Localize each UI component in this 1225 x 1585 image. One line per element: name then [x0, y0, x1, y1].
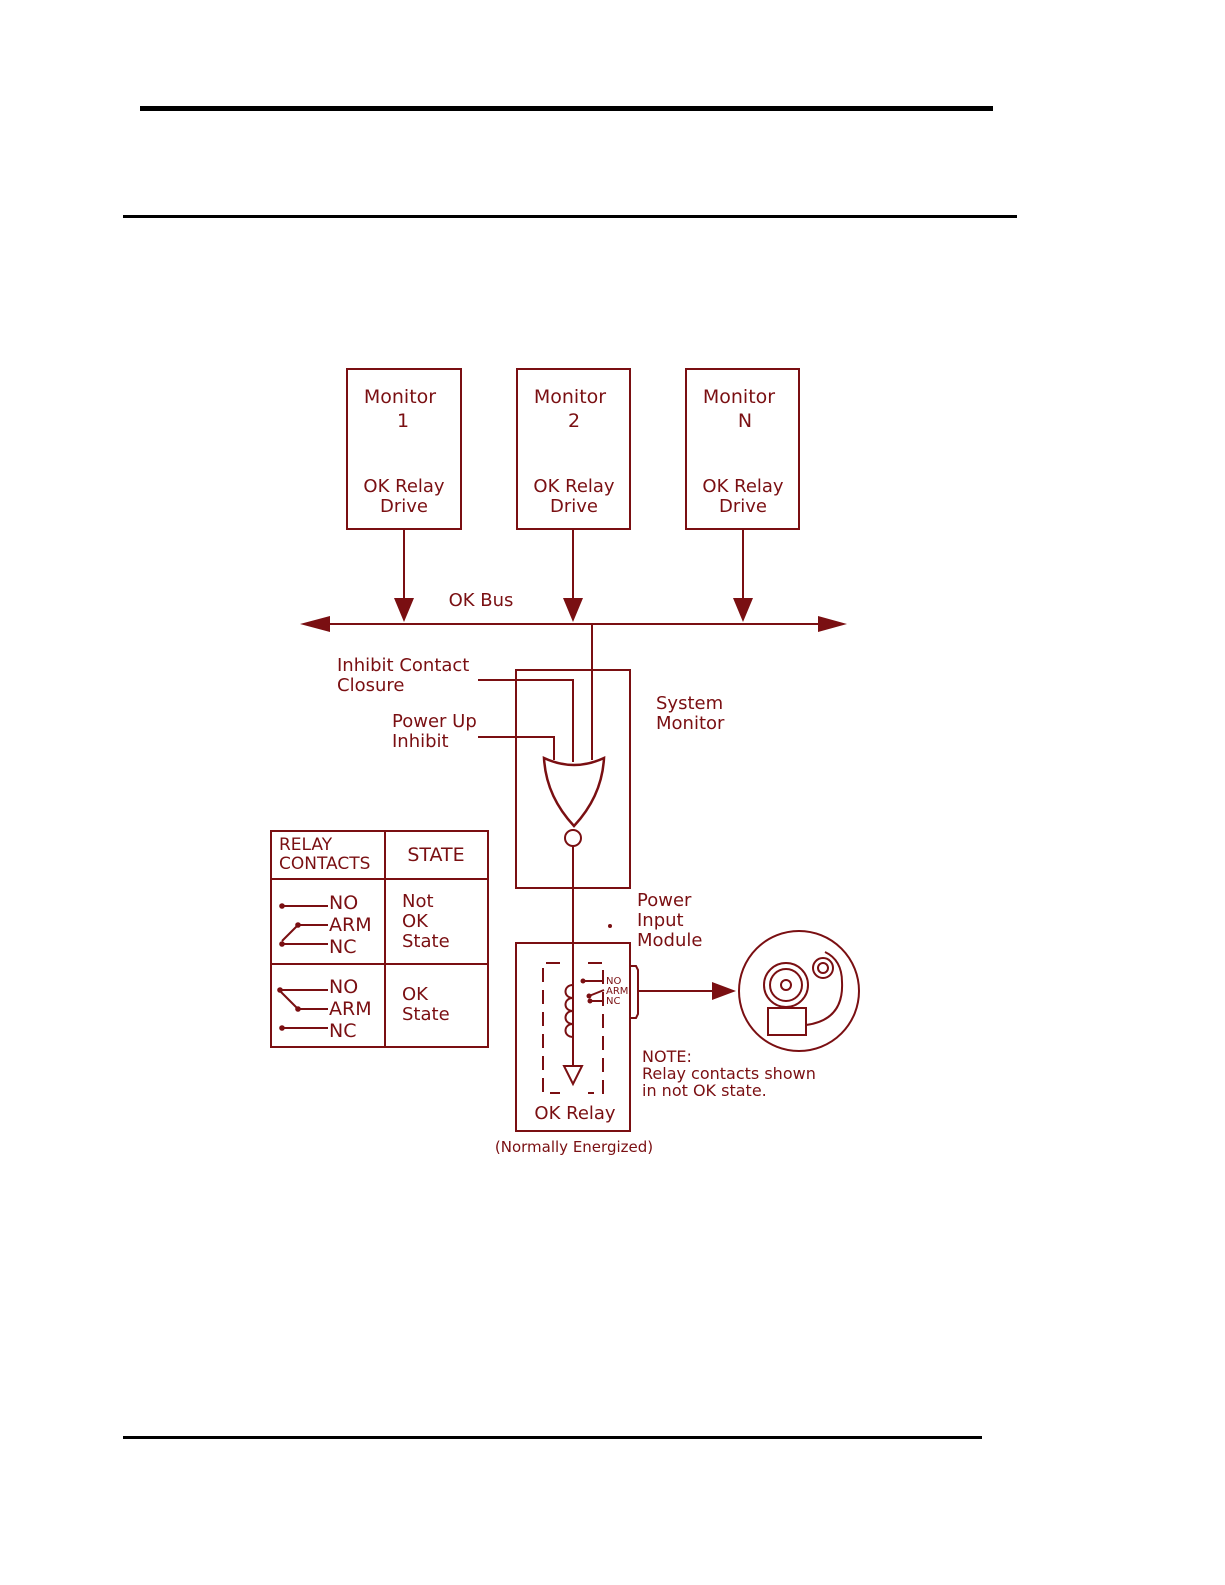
table-header-left-1: RELAY [279, 835, 333, 855]
inhibit-contact-line1: Inhibit Contact [337, 655, 469, 676]
ok-bus-label: OK Bus [449, 590, 514, 611]
power-input-line2: Input [637, 910, 684, 931]
monitor-1-id: 1 [397, 410, 409, 432]
relay-contact-no: NO [606, 976, 621, 987]
power-input-line1: Power [637, 890, 692, 911]
monitor-1-title: Monitor [364, 386, 436, 408]
note-line1: NOTE: [642, 1047, 692, 1066]
monitor-2-box: Monitor 2 OK Relay Drive [516, 368, 631, 530]
system-monitor-line2: Monitor [656, 713, 725, 734]
ok-relay-caption: (Normally Energized) [495, 1138, 653, 1156]
relay-contact-arm: ARM [606, 986, 628, 997]
row2-contact-arm: ARM [329, 998, 372, 1020]
note-line2: Relay contacts shown [642, 1064, 816, 1083]
table-row: NO ARM NC Not OK State [279, 891, 450, 958]
relay-coil-icon [564, 984, 574, 1038]
relay-contacts-table: RELAY CONTACTS STATE NO ARM NC Not OK St… [270, 830, 489, 1048]
relay-note: NOTE: Relay contacts shown in not OK sta… [642, 1047, 816, 1100]
relay-to-alarm-arrow [639, 982, 736, 1000]
ok-relay-box: NO ARM NC OK Relay (Normally Energized) [495, 924, 653, 1156]
ground-icon [562, 1065, 584, 1087]
row2-contact-nc: NC [329, 1020, 356, 1042]
row2-state-1: OK [402, 984, 429, 1005]
relay-contact-nc: NC [606, 996, 620, 1007]
monitor-1-box: Monitor 1 OK Relay Drive [346, 368, 462, 530]
alarm-bell-icon [738, 930, 860, 1052]
table-header-right: STATE [407, 844, 464, 866]
inhibit-contact-input: Inhibit Contact Closure [337, 655, 574, 762]
header-rule-bottom [123, 215, 1017, 218]
row1-contact-no: NO [329, 892, 358, 914]
nor-gate-icon [542, 755, 606, 1065]
inhibit-contact-line2: Closure [337, 675, 404, 696]
drive-arrows [394, 529, 753, 622]
monitor-n-title: Monitor [703, 386, 775, 408]
row1-contact-nc: NC [329, 936, 356, 958]
footer-rule [123, 1436, 982, 1439]
monitor-2-line1: OK Relay [533, 476, 614, 497]
row1-state-3: State [402, 931, 450, 952]
monitor-2-id: 2 [568, 410, 580, 432]
row2-state-2: State [402, 1004, 450, 1025]
power-input-module-label: Power Input Module [637, 890, 702, 951]
monitor-1-line2: Drive [380, 496, 428, 517]
monitor-n-line2: Drive [719, 496, 767, 517]
row2-contact-no: NO [329, 976, 358, 998]
table-header-left-2: CONTACTS [279, 854, 370, 874]
row1-state-2: OK [402, 911, 429, 932]
header-rule-top [140, 106, 993, 111]
row1-state-1: Not [402, 891, 434, 912]
monitor-n-line1: OK Relay [702, 476, 783, 497]
power-input-line3: Module [637, 930, 702, 951]
monitor-1-line1: OK Relay [363, 476, 444, 497]
monitor-2-title: Monitor [534, 386, 606, 408]
ok-bus: OK Bus [300, 590, 847, 632]
row1-contact-arm: ARM [329, 914, 372, 936]
power-up-line1: Power Up [392, 711, 477, 732]
table-row: NO ARM NC OK State [277, 976, 450, 1042]
note-line3: in not OK state. [642, 1081, 767, 1100]
system-monitor-line1: System [656, 693, 723, 714]
power-up-line2: Inhibit [392, 731, 449, 752]
monitor-n-id: N [738, 410, 752, 432]
ok-relay-label: OK Relay [534, 1103, 615, 1124]
monitor-2-line2: Drive [550, 496, 598, 517]
power-up-inhibit-input: Power Up Inhibit [392, 711, 555, 760]
monitor-n-box: Monitor N OK Relay Drive [685, 368, 800, 530]
